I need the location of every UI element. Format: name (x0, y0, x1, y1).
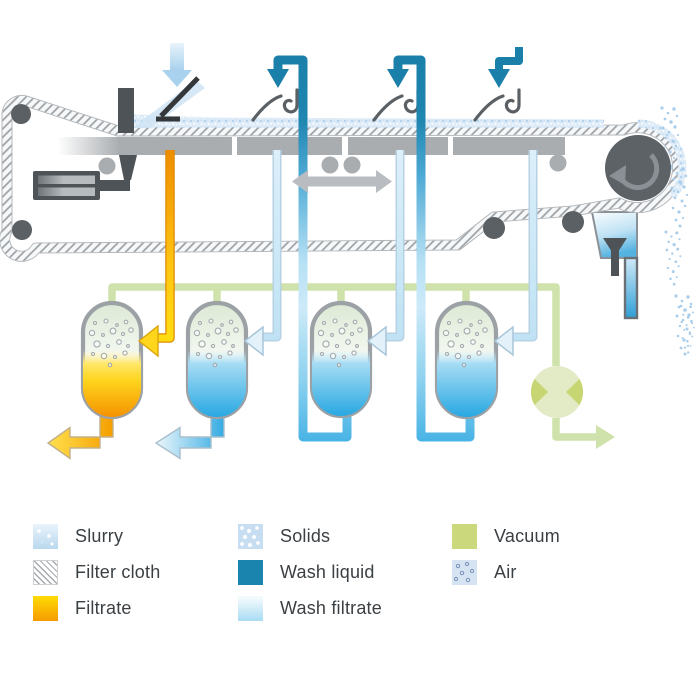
feed-dam (118, 88, 134, 133)
wash-box-funnel (603, 238, 627, 252)
pan-drain-nub (98, 157, 116, 175)
feed-pump (33, 171, 100, 200)
receiver-vessels (46, 55, 499, 460)
pan-drain-nub (321, 156, 339, 174)
slurry-feed-arrow (162, 43, 192, 87)
idler-roller (483, 217, 505, 239)
wash-liquid-sprays (251, 47, 523, 122)
receiver-inlet-arrow-1 (243, 325, 264, 357)
idler-roller (12, 220, 32, 240)
idler-roller (11, 104, 31, 124)
filtrate-pipe (137, 150, 175, 358)
idler-roller (562, 211, 584, 233)
drive-roller (605, 135, 671, 201)
wash-filtrate-receiver-2 (309, 300, 373, 419)
slurry-cake-layer (128, 114, 687, 200)
pan-drain-nub (343, 156, 361, 174)
vacuum-line (108, 283, 615, 449)
wash-recycle-pipe-2 (393, 55, 475, 442)
wash-filtrate-outlet-arrow (154, 411, 225, 460)
cloth-wash-station (590, 211, 639, 320)
tray-travel-arrow (292, 170, 392, 193)
wash-recycle-pipe-1 (273, 55, 352, 442)
feed-funnel (119, 155, 137, 180)
vacuum-pump (531, 366, 583, 418)
receiver-inlet-arrow-3 (493, 325, 514, 357)
vacuum-exhaust-arrow (596, 425, 615, 449)
wash-filtrate-drain-pipes (243, 150, 538, 357)
filtrate-outlet-arrow (46, 411, 114, 460)
wash-inlet-arrow-1 (267, 69, 289, 88)
wash-liquid-supply-pipe (495, 47, 523, 70)
pan-drain-nub (549, 154, 567, 172)
wash-filtrate-receiver-1 (185, 300, 249, 420)
wash-water-drain-pipe (623, 256, 639, 320)
wash-inlet-arrow-2 (387, 69, 409, 88)
wash-filtrate-receiver-3 (434, 300, 499, 420)
receiver-inlet-arrow-2 (366, 325, 387, 357)
wash-inlet-arrow-3 (488, 69, 510, 88)
filtrate-receiver (80, 300, 144, 420)
belt-rollers (11, 104, 671, 240)
feed-chute (156, 76, 200, 122)
slurry-feed-station (33, 43, 205, 200)
spray-deflectors (251, 88, 521, 122)
filtrate-inlet-arrow (137, 324, 159, 358)
